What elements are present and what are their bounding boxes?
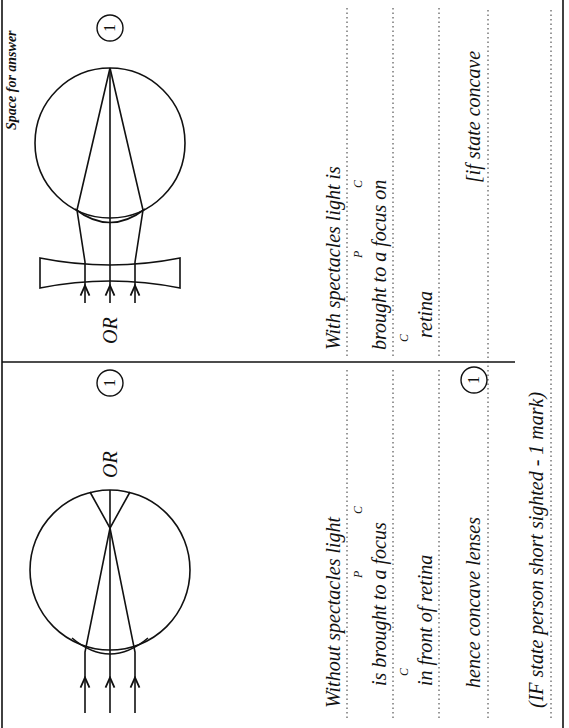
marker-annotation: C: [351, 506, 365, 514]
marker-annotation: C: [351, 180, 365, 188]
mark-circles: [97, 15, 487, 396]
or-note: OR: [99, 317, 121, 344]
answer-rules: [347, 8, 551, 718]
panel-heading: Space for answer: [4, 30, 20, 130]
mark-number: 1: [98, 371, 122, 395]
marker-annotation: C: [397, 334, 411, 342]
marker-annotation: P: [351, 251, 365, 258]
eye-with-concave-lens: [35, 68, 185, 303]
mark-number: 1: [98, 16, 122, 40]
or-note: OR: [99, 451, 121, 478]
answer-line: hence concave lenses: [462, 517, 484, 688]
answer-line: Without spectacles light: [322, 517, 344, 708]
answer-line: brought to a focus on: [368, 180, 390, 350]
answer-line: in front of retina: [414, 555, 436, 686]
mark-number: 1: [462, 368, 486, 392]
answer-line: retina: [414, 291, 436, 338]
marker-annotation: P: [351, 571, 365, 578]
marker-note: [if state concave: [462, 51, 484, 183]
marker-note: (IF state person short sighted - 1 mark): [525, 392, 547, 708]
eye-without-spectacles: [30, 490, 190, 713]
answer-line: With spectacles light is: [322, 166, 344, 350]
answer-line: is brought to a focus: [368, 522, 390, 686]
marker-annotation: C: [397, 668, 411, 676]
